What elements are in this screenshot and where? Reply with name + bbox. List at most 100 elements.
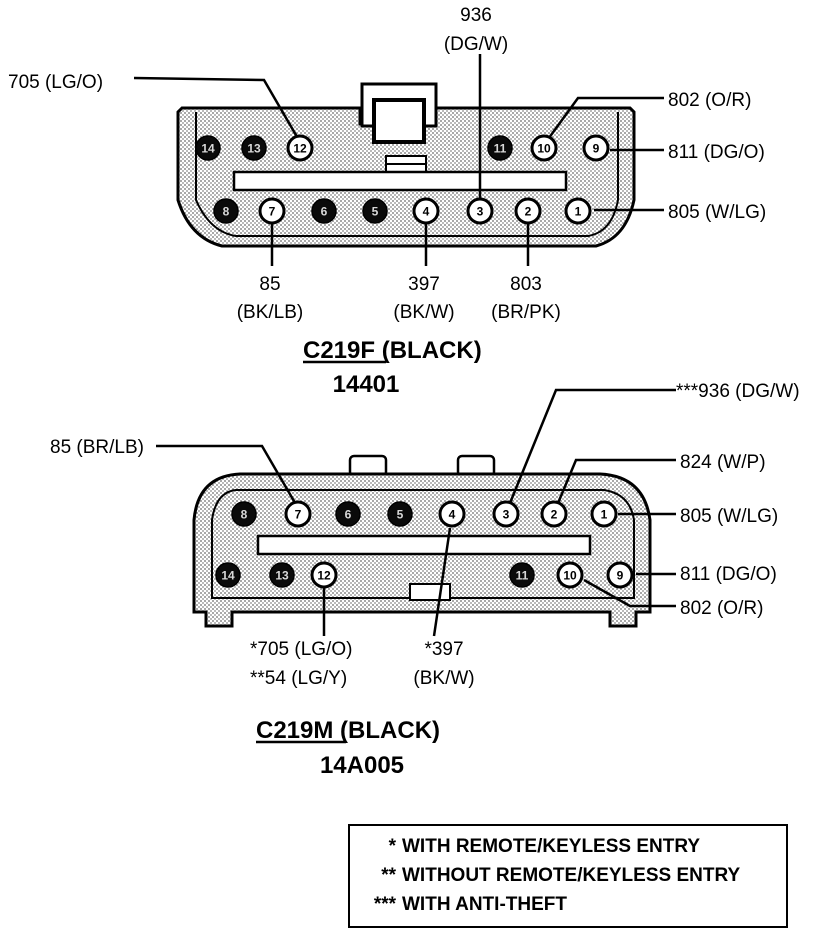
pin-circle xyxy=(590,500,618,528)
legend-mark: *** xyxy=(373,894,396,915)
pin-circle xyxy=(213,198,239,224)
pin-circle xyxy=(582,134,610,162)
pin-circle xyxy=(362,198,388,224)
leader-m2 xyxy=(554,458,676,509)
pin-circle xyxy=(231,501,257,527)
pin-2: 2 xyxy=(514,197,542,225)
leader-m7 xyxy=(156,444,300,509)
pin-12: 12 xyxy=(286,134,314,162)
pin-circle xyxy=(387,501,413,527)
pin-circle xyxy=(556,561,584,589)
pin-5: 5 xyxy=(362,198,388,224)
c219f-center-slot xyxy=(232,170,568,192)
pin-number: 12 xyxy=(317,569,331,583)
circuit-label-f12: 705 (LG/O) xyxy=(8,72,103,93)
pin-number: 3 xyxy=(477,205,484,219)
pin-number: 4 xyxy=(423,205,430,219)
circuit-label-m3: ***936 (DG/W) xyxy=(676,381,800,402)
pin-number: 11 xyxy=(494,142,507,156)
circuit-color-f3: (DG/W) xyxy=(444,34,508,55)
circuit-label-f1: 805 (W/LG) xyxy=(668,202,766,223)
pin-10: 10 xyxy=(530,134,558,162)
circuit-color-f7: (BK/LB) xyxy=(237,302,304,323)
pin-number: 10 xyxy=(563,569,577,583)
c219m-leaders xyxy=(156,388,676,637)
pin-circle xyxy=(241,135,267,161)
pin-11: 11 xyxy=(509,562,535,588)
pin-circle xyxy=(606,561,634,589)
legend-text: WITH REMOTE/KEYLESS ENTRY xyxy=(402,836,701,857)
pin-1: 1 xyxy=(590,500,618,528)
connector-color-c219m: (BLACK) xyxy=(333,717,440,744)
pin-number: 5 xyxy=(397,508,404,522)
pin-number: 1 xyxy=(575,205,582,219)
pin-3: 3 xyxy=(492,500,520,528)
pin-number: 13 xyxy=(275,569,289,583)
pin-circle xyxy=(492,500,520,528)
circuit-label-m7: 85 (BR/LB) xyxy=(50,437,144,458)
part-number-c219f: 14401 xyxy=(333,371,400,398)
pin-14: 14 xyxy=(215,562,241,588)
pin-circle xyxy=(310,561,338,589)
c219m-key xyxy=(409,583,451,601)
pin-number: 1 xyxy=(601,508,608,522)
c219f-latch-inner xyxy=(372,98,426,144)
circuit-label-m9: 811 (DG/O) xyxy=(680,564,777,585)
pin-number: 5 xyxy=(372,205,379,219)
pin-4: 4 xyxy=(412,197,440,225)
connector-title-c219f: C219F (BLACK) xyxy=(303,337,482,364)
pin-10: 10 xyxy=(556,561,584,589)
circuit-color-m4: (BK/W) xyxy=(413,668,474,689)
pin-number: 8 xyxy=(241,508,248,522)
leader-m4 xyxy=(432,527,452,637)
circuit-label-f4: 397 xyxy=(408,274,440,295)
pin-number: 9 xyxy=(593,142,600,156)
pin-7: 7 xyxy=(258,197,286,225)
c219m-inner-outline xyxy=(211,489,635,599)
circuit-label-f10: 802 (O/R) xyxy=(668,90,751,111)
pin-circle xyxy=(564,197,592,225)
circuit-label-f9: 811 (DG/O) xyxy=(668,142,765,163)
pin-13: 13 xyxy=(269,562,295,588)
circuit-label-m4: *397 xyxy=(424,639,463,660)
part-number-c219m: 14A005 xyxy=(320,752,404,779)
pin-13: 13 xyxy=(241,135,267,161)
circuit-label-m10: 802 (O/R) xyxy=(680,598,763,619)
pin-circle xyxy=(335,501,361,527)
leader-m10 xyxy=(583,578,676,608)
pin-number: 11 xyxy=(516,569,529,583)
circuit-label-f7: 85 xyxy=(259,274,280,295)
legend-text: WITH ANTI-THEFT xyxy=(402,894,567,915)
circuit-label-m12: *705 (LG/O) xyxy=(250,639,352,660)
pin-11: 11 xyxy=(487,135,513,161)
pin-number: 3 xyxy=(503,508,510,522)
pin-14: 14 xyxy=(195,135,221,161)
pin-5: 5 xyxy=(387,501,413,527)
pin-number: 10 xyxy=(537,142,551,156)
pin-circle xyxy=(412,197,440,225)
pin-circle xyxy=(438,500,466,528)
legend-mark: * xyxy=(388,836,396,857)
pin-circle xyxy=(284,500,312,528)
pin-circle xyxy=(311,198,337,224)
pin-8: 8 xyxy=(213,198,239,224)
pin-9: 9 xyxy=(606,561,634,589)
pin-number: 8 xyxy=(223,205,230,219)
pin-number: 6 xyxy=(321,205,328,219)
pin-number: 13 xyxy=(247,142,261,156)
c219f-labels: 9 3 6 (DG/W) 705 (LG/O) 802 (O/R) 811 (DG/… xyxy=(8,5,766,398)
pin-number: 2 xyxy=(525,205,532,219)
pin-number: 14 xyxy=(201,142,215,156)
connector-color-c219f: (BLACK) xyxy=(375,337,482,364)
leader-f12 xyxy=(133,76,302,143)
circuit-color-f2: (BR/PK) xyxy=(491,302,561,323)
c219m-labels: ***936 (DG/W) 85 (BR/LB) 824 (W/P) 805 (… xyxy=(50,381,800,779)
legend-box: * WITH REMOTE/KEYLESS ENTRY ** WITHOUT R… xyxy=(348,824,788,928)
pin-number: 7 xyxy=(269,205,276,219)
pin-circle xyxy=(530,134,558,162)
circuit-label-m1: 805 (W/LG) xyxy=(680,506,778,527)
pin-number: 12 xyxy=(293,142,307,156)
